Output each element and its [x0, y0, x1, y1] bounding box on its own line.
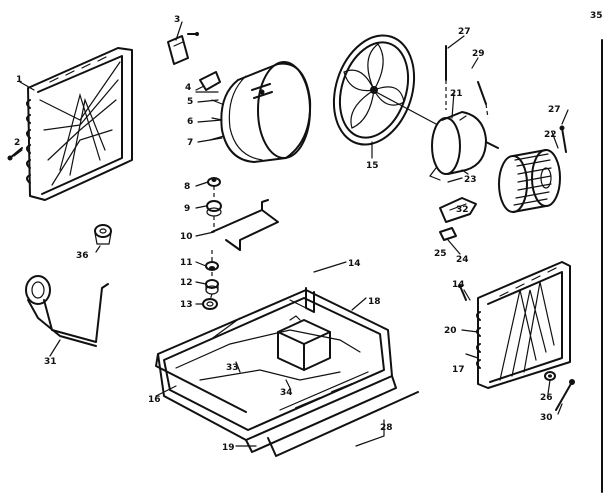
motor-mount-screws	[445, 45, 567, 153]
callout-22: 22	[544, 130, 557, 140]
callout-28: 28	[380, 423, 393, 433]
callout-11: 11	[180, 258, 193, 268]
callout-14-right: 14	[452, 280, 465, 290]
callout-25: 25	[434, 249, 447, 259]
mount-washer-8	[207, 177, 221, 187]
bracket-part	[195, 71, 221, 93]
callout-1: 1	[16, 75, 22, 85]
callout-34: 34	[280, 388, 293, 398]
callout-12: 12	[180, 278, 193, 288]
callout-7: 7	[187, 138, 193, 148]
callout-23: 23	[464, 175, 477, 185]
motor-bracket	[439, 197, 477, 223]
callout-21: 21	[450, 89, 463, 99]
leader-lines	[13, 21, 569, 447]
condenser-coil	[26, 47, 133, 201]
callout-15: 15	[366, 161, 379, 171]
callout-27-top: 27	[458, 27, 471, 37]
callout-26: 26	[540, 393, 553, 403]
callout-labels: 1 2 3 4 5 6 7 8 9 10 11 12 13 14 14 15 1…	[14, 11, 603, 453]
blower-wheel	[498, 149, 561, 213]
mount-bushing-13	[202, 298, 218, 310]
callout-24: 24	[456, 255, 469, 265]
alignment-dashes	[209, 186, 215, 301]
callout-27-right: 27	[548, 105, 561, 115]
callout-10: 10	[180, 232, 193, 242]
motor-clip	[439, 227, 457, 241]
callout-20: 20	[444, 326, 457, 336]
evap-screw-bottom	[555, 379, 575, 411]
coil-screw	[7, 147, 23, 161]
callout-32: 32	[456, 205, 469, 215]
grommet-part	[94, 224, 112, 245]
callout-5: 5	[187, 97, 193, 107]
callout-33: 33	[226, 363, 239, 373]
callout-9: 9	[184, 204, 190, 214]
mount-nut-11	[205, 261, 219, 271]
mount-grommet-9	[206, 200, 222, 217]
callout-16: 16	[148, 395, 161, 405]
callout-17: 17	[452, 365, 465, 375]
partition-post	[305, 287, 315, 313]
clip-part	[167, 35, 189, 65]
base-pan	[155, 289, 419, 457]
callout-6: 6	[187, 117, 193, 127]
callout-35: 35	[590, 11, 603, 21]
callout-8: 8	[184, 182, 190, 192]
evap-screw-side	[458, 284, 467, 301]
mount-spacer-12	[205, 279, 219, 295]
capacitor	[277, 315, 331, 371]
evap-nut	[544, 371, 556, 381]
fan-blade	[332, 34, 437, 146]
callout-13: 13	[180, 300, 193, 310]
callout-36: 36	[76, 251, 89, 261]
callout-29: 29	[472, 49, 485, 59]
callout-31: 31	[44, 357, 57, 367]
mounting-bracket-10	[211, 199, 279, 251]
callout-3: 3	[174, 15, 180, 25]
evaporator-coil	[476, 261, 571, 389]
fan-motor	[429, 111, 499, 181]
callout-2: 2	[14, 138, 20, 148]
callout-30: 30	[540, 413, 553, 423]
callout-19: 19	[222, 443, 235, 453]
callout-18: 18	[368, 297, 381, 307]
tube-assembly	[25, 275, 109, 347]
callout-14-top: 14	[348, 259, 361, 269]
screw-part	[187, 32, 199, 36]
callout-4: 4	[185, 83, 191, 93]
compressor	[209, 61, 312, 163]
